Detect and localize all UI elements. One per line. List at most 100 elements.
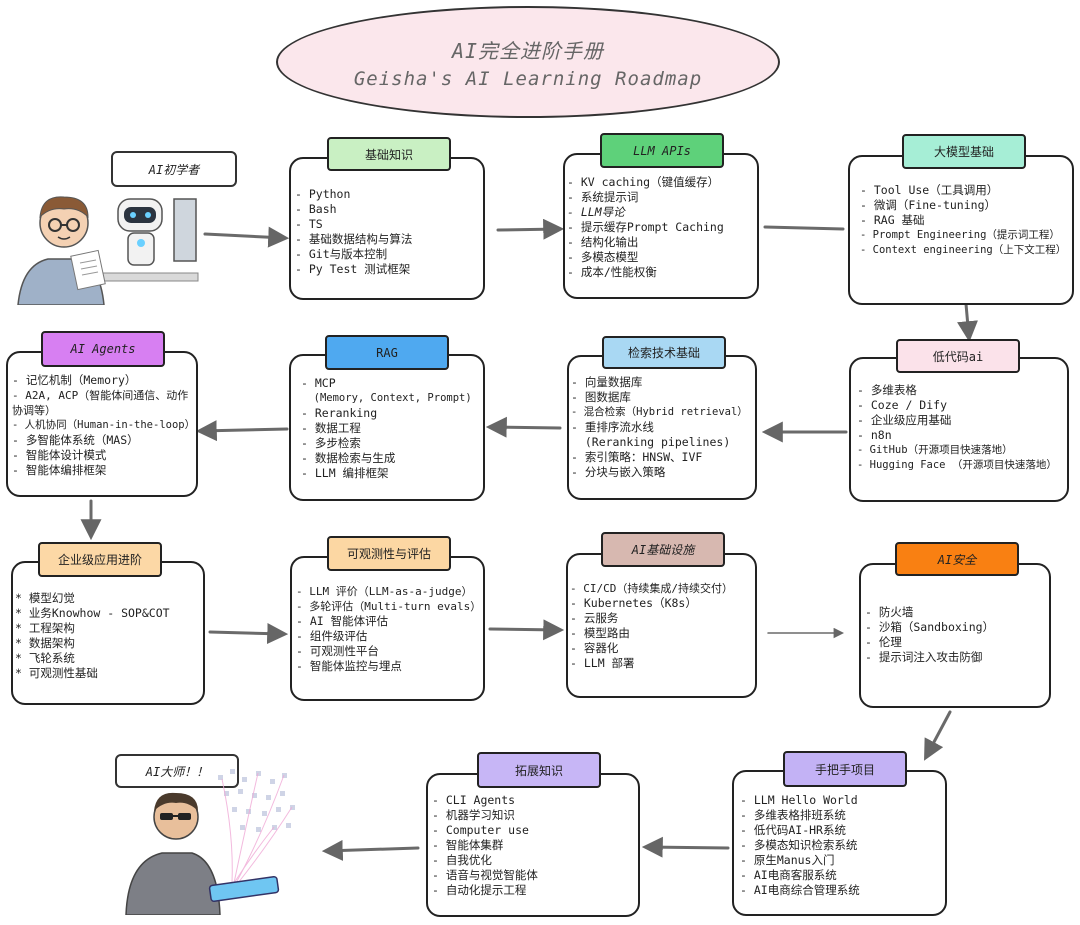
list-item: - 模型路由	[570, 626, 630, 640]
section-agents: - 记忆机制（Memory） - A2A, ACP（智能体间通信、动作协调等） …	[6, 351, 198, 497]
list-item: - Coze / Dify	[857, 398, 948, 412]
list-item: - A2A, ACP（智能体间通信、动作协调等）	[12, 389, 189, 417]
list-item: - AI电商综合管理系统	[740, 883, 860, 897]
list-item: - 多步检索	[301, 436, 361, 450]
arrow-rag-to-agents	[195, 420, 289, 442]
tag-agents: AI Agents	[41, 331, 165, 367]
tag-extended: 拓展知识	[477, 752, 601, 788]
list-item: (Reranking pipelines)	[571, 435, 731, 449]
list-item: - 智能体编排框架	[12, 463, 107, 477]
roadmap-title: AI完全进阶手册 Geisha's AI Learning Roadmap	[276, 6, 780, 118]
list-item: - 语音与视觉智能体	[432, 868, 538, 882]
tag-infra: AI基础设施	[601, 532, 725, 567]
list-item: - 系统提示词	[567, 190, 639, 204]
list-item: - Reranking	[301, 406, 378, 420]
list-item: - LLM 部署	[570, 656, 635, 670]
list-item: - 多智能体系统（MAS）	[12, 433, 139, 447]
list-item: * 业务Knowhow - SOP&COT	[15, 606, 170, 620]
list-item: - 智能体设计模式	[12, 448, 107, 462]
list-item: - Python	[295, 187, 351, 201]
list-item: - 容器化	[570, 641, 619, 655]
list-item: - 云服务	[570, 611, 619, 625]
arrow-basics-to-llmapis	[496, 218, 565, 240]
list-item: - 防火墙	[865, 605, 914, 619]
list-item: - LLM 编排框架	[301, 466, 389, 480]
section-observability: - LLM 评价（LLM-as-a-judge） - 多轮评估（Multi-tu…	[290, 556, 485, 701]
list-item: - 智能体监控与埋点	[296, 659, 402, 673]
section-llm-foundation: - Tool Use（工具调用） - 微调（Fine-tuning） - RAG…	[848, 155, 1074, 305]
list-item: - Bash	[295, 202, 337, 216]
list-item: - MCP	[301, 376, 336, 390]
list-item: - Git与版本控制	[295, 247, 388, 261]
tag-basics: 基础知识	[327, 137, 451, 171]
arrow-retrieval-to-rag	[485, 416, 562, 438]
title-line-1: AI完全进阶手册	[451, 38, 605, 63]
list-item: - 低代码AI-HR系统	[740, 823, 846, 837]
list-item: - 可观测性平台	[296, 644, 379, 658]
list-item: - n8n	[857, 428, 892, 442]
list-item: - GitHub（开源项目快速落地）	[857, 444, 1013, 456]
list-item: - 机器学习知识	[432, 808, 515, 822]
tag-security: AI安全	[895, 542, 1019, 576]
list-item: - 重排序流水线	[571, 420, 654, 434]
list-item: - 索引策略：HNSW、IVF	[571, 450, 703, 464]
master-illustration	[125, 769, 295, 915]
basics-items: - Python - Bash - TS - 基础数据结构与算法 - Git与版…	[291, 159, 483, 277]
list-item: - 结构化输出	[567, 235, 639, 249]
list-item: - 人机协同（Human-in-the-loop）	[12, 419, 196, 431]
section-retrieval: - 向量数据库 - 图数据库 - 混合检索（Hybrid retrieval） …	[567, 355, 757, 500]
beginner-label: AI初学者	[111, 151, 237, 187]
list-item: - 多维表格	[857, 383, 917, 397]
section-security: - 防火墙 - 沙箱（Sandboxing） - 伦理 - 提示词注入攻击防御	[859, 563, 1051, 708]
list-item: - 企业级应用基础	[857, 413, 952, 427]
list-item: - TS	[295, 217, 323, 231]
list-item: - CLI Agents	[432, 793, 516, 807]
section-lowcode: - 多维表格 - Coze / Dify - 企业级应用基础 - n8n - G…	[849, 357, 1069, 502]
list-item: - Kubernetes（K8s）	[570, 596, 697, 610]
list-item: - 多模态模型	[567, 250, 639, 264]
arrow-security-to-projects	[924, 710, 952, 761]
section-rag: - MCP (Memory, Context, Prompt) - Rerank…	[289, 354, 485, 501]
list-item: - Computer use	[432, 823, 529, 837]
tag-projects: 手把手项目	[783, 751, 907, 787]
section-infra: - CI/CD（持续集成/持续交付） - Kubernetes（K8s） - 云…	[566, 553, 757, 698]
master-label: AI大师！！	[115, 754, 239, 788]
section-enterprise: * 模型幻觉 * 业务Knowhow - SOP&COT * 工程架构 * 数据…	[11, 561, 205, 705]
arrow-enterprise-to-observability	[208, 623, 289, 645]
list-item: - 原生Manus入门	[740, 853, 835, 867]
list-item: - Hugging Face （开源项目快速落地）	[857, 459, 1057, 471]
list-item: * 可观测性基础	[15, 666, 98, 680]
list-item: - Prompt Engineering（提示词工程）	[860, 229, 1060, 241]
list-item: - KV caching（键值缓存）	[567, 175, 720, 189]
list-item: - 数据工程	[301, 421, 361, 435]
arrow-llmapis-to-foundation	[763, 225, 845, 231]
arrow-foundation-to-lowcode	[957, 302, 978, 343]
list-item: * 模型幻觉	[15, 591, 75, 605]
list-item: - AI 智能体评估	[296, 614, 389, 628]
list-item: (Memory, Context, Prompt)	[301, 392, 472, 404]
list-item: - 自我优化	[432, 853, 492, 867]
beginner-illustration	[17, 196, 199, 305]
list-item: - 分块与嵌入策略	[571, 465, 666, 479]
list-item: - 多轮评估（Multi-turn evals）	[296, 600, 482, 613]
list-item: - 微调（Fine-tuning）	[860, 198, 997, 212]
list-item: * 工程架构	[15, 621, 75, 635]
list-item: - CI/CD（持续集成/持续交付）	[570, 582, 733, 595]
list-item: - 多模态知识检索系统	[740, 838, 858, 852]
list-item: - 伦理	[865, 635, 902, 649]
tag-retrieval: 检索技术基础	[602, 336, 726, 369]
list-item: * 飞轮系统	[15, 651, 75, 665]
list-item: - 智能体集群	[432, 838, 504, 852]
tag-rag: RAG	[325, 335, 449, 370]
list-item: - 向量数据库	[571, 375, 643, 389]
list-item: - LLM Hello World	[740, 793, 858, 807]
tag-llm-apis: LLM APIs	[600, 133, 724, 168]
list-item: - 沙箱（Sandboxing）	[865, 620, 995, 634]
arrow-observability-to-infra	[488, 619, 565, 641]
list-item: - LLM 评价（LLM-as-a-judge）	[296, 585, 473, 598]
arrow-beginner-to-basics	[203, 226, 290, 248]
list-item: - 数据检索与生成	[301, 451, 396, 465]
arrow-extended-to-master	[321, 839, 420, 861]
list-item: - Py Test 测试框架	[295, 262, 411, 276]
list-item: - 记忆机制（Memory）	[12, 373, 137, 387]
